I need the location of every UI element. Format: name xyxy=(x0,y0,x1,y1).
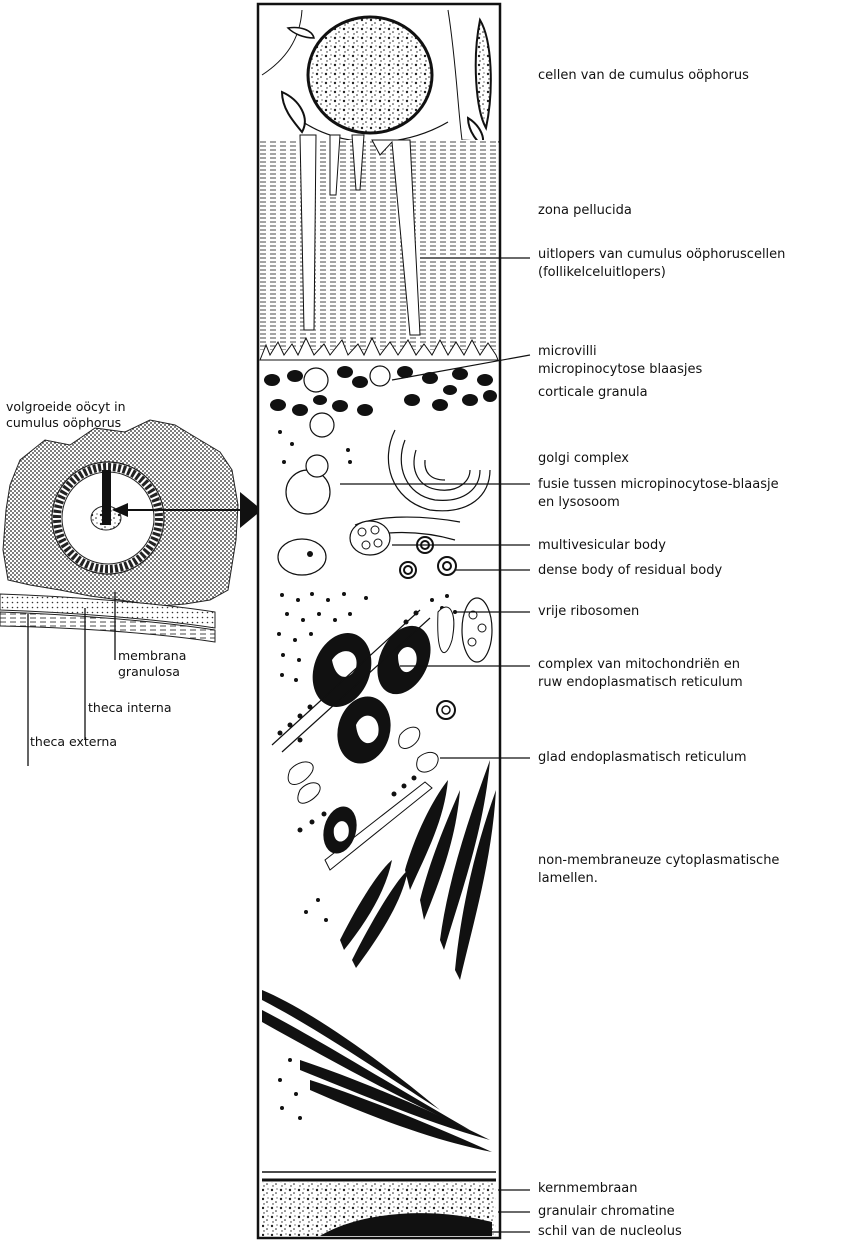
label-granular-chromatin: granulair chromatine xyxy=(538,1203,675,1220)
label-lamellae-line2: lamellen. xyxy=(538,870,598,887)
label-lamellae-line1: non-membraneuze cytoplasmatische xyxy=(538,852,779,869)
label-dense-body: dense body of residual body xyxy=(538,562,722,579)
inset-caption-line1: volgroeide oöcyt in xyxy=(6,399,126,415)
label-cumulus-cells: cellen van de cumulus oöphorus xyxy=(538,67,749,84)
label-mito-complex-line2: ruw endoplasmatisch reticulum xyxy=(538,674,743,691)
label-microvilli: microvilli xyxy=(538,343,597,360)
label-multivesicular-body: multivesicular body xyxy=(538,537,666,554)
cell-column xyxy=(258,4,500,1238)
label-membrana-line1: membrana xyxy=(118,648,186,664)
label-theca-interna: theca interna xyxy=(88,700,172,716)
label-micropinocytosis-vesicles: micropinocytose blaasjes xyxy=(538,361,702,378)
label-fusion-line2: en lysosoom xyxy=(538,494,620,511)
label-smooth-er: glad endoplasmatisch reticulum xyxy=(538,749,747,766)
label-mito-complex-line1: complex van mitochondriën en xyxy=(538,656,740,673)
label-nucleolus-shell: schil van de nucleolus xyxy=(538,1223,682,1240)
label-nuclear-membrane: kernmembraan xyxy=(538,1180,638,1197)
zona-pellucida-band xyxy=(260,140,498,350)
inset-caption-line2: cumulus oöphorus xyxy=(6,415,121,431)
label-theca-externa: theca externa xyxy=(30,734,117,750)
cumulus-cell-nucleus xyxy=(308,17,432,133)
label-membrana-line2: granulosa xyxy=(118,664,180,680)
label-processes-line2: (follikelceluitlopers) xyxy=(538,264,666,281)
micropinocytose-vesicle xyxy=(304,368,328,392)
label-zona-pellucida: zona pellucida xyxy=(538,202,632,219)
lysosome-fusion-vesicle xyxy=(286,470,330,514)
label-processes-line1: uitlopers van cumulus oöphoruscellen xyxy=(538,246,785,263)
label-free-ribosomes: vrije ribosomen xyxy=(538,603,639,620)
label-golgi: golgi complex xyxy=(538,450,629,467)
multivesicular-body xyxy=(350,521,390,555)
inset-sample-bar xyxy=(102,470,111,525)
label-fusion-line1: fusie tussen micropinocytose-blaasje xyxy=(538,476,779,493)
label-cortical-granules: corticale granula xyxy=(538,384,648,401)
